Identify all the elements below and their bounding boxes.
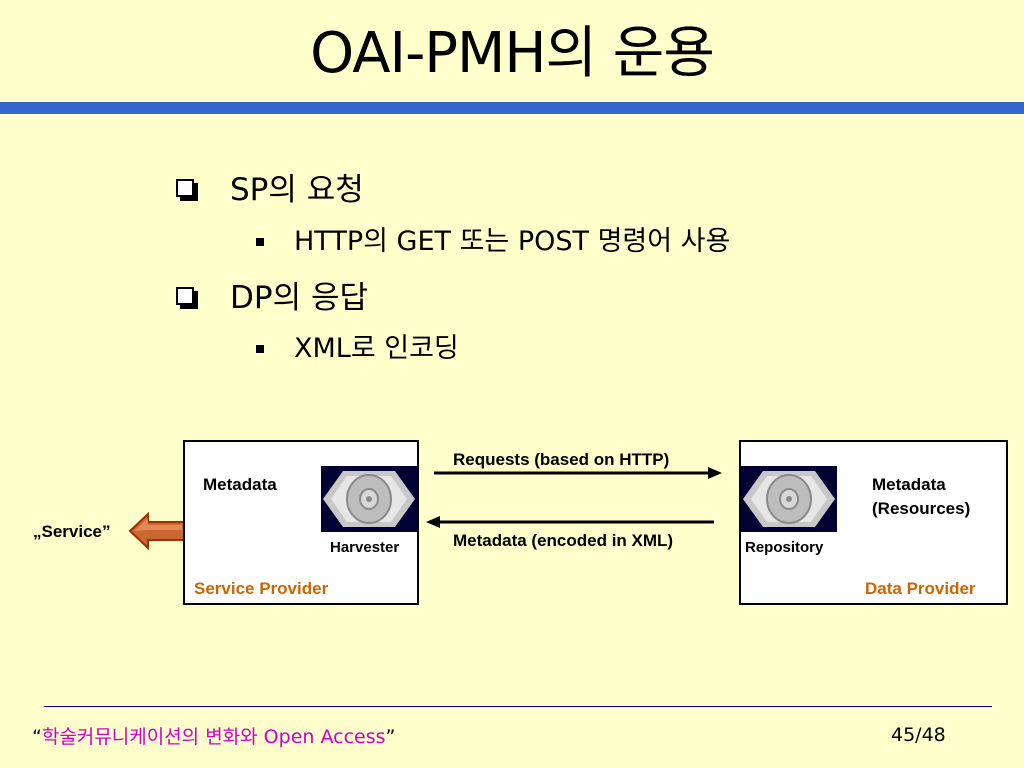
disc-icon <box>743 471 835 527</box>
square-bullet-icon <box>256 345 264 353</box>
disc-icon <box>323 471 415 527</box>
bullet-sp-request: SP의 요청 <box>176 170 364 210</box>
sub-bullet-xml: XML로 인코딩 <box>256 331 459 367</box>
response-label: Metadata (encoded in XML) <box>453 531 674 550</box>
footer-caption: “학술커뮤니케이션의 변화와 Open Access” <box>32 724 395 750</box>
footer-text: 학술커뮤니케이션의 변화와 Open Access <box>41 726 386 748</box>
footer-divider <box>44 706 992 707</box>
request-label: Requests (based on HTTP) <box>453 450 670 469</box>
service-provider-label: Service Provider <box>194 579 329 598</box>
sub-bullet-http: HTTP의 GET 또는 POST 명령어 사용 <box>256 224 731 260</box>
service-label: „Service” <box>33 522 111 541</box>
sub-bullet-label: HTTP의 GET 또는 POST 명령어 사용 <box>294 226 731 257</box>
service-provider-panel: Metadata Harvester Service Provider <box>183 440 419 605</box>
dp-metadata-label: Metadata <box>872 475 946 494</box>
repository-label: Repository <box>745 539 824 556</box>
bullet-list: SP의 요청 HTTP의 GET 또는 POST 명령어 사용 DP의 응답 X… <box>176 170 731 367</box>
checkbox-bullet-icon <box>176 287 194 305</box>
sub-bullet-label: XML로 인코딩 <box>294 333 459 364</box>
slide-title: OAI-PMH의 운용 <box>310 21 715 86</box>
data-provider-panel: Repository Metadata (Resources) Data Pro… <box>739 440 1008 605</box>
footer-quote-open: “ <box>32 726 42 748</box>
footer-quote-close: ” <box>385 726 396 748</box>
bullet-label: DP의 응답 <box>230 280 368 316</box>
sp-metadata-label: Metadata <box>203 475 277 494</box>
arrow-right-icon <box>434 467 722 479</box>
square-bullet-icon <box>256 238 264 246</box>
harvester-label: Harvester <box>330 539 400 556</box>
bullet-label: SP의 요청 <box>230 172 364 208</box>
checkbox-bullet-icon <box>176 179 194 197</box>
block-arrow-left-icon <box>128 512 185 550</box>
title-underline <box>0 102 1024 114</box>
page-number: 45/48 <box>891 724 946 746</box>
harvester-icon-box <box>321 466 417 532</box>
dp-resources-label: (Resources) <box>872 499 971 518</box>
bullet-dp-response: DP의 응답 <box>176 278 368 318</box>
repository-icon-box <box>741 466 837 532</box>
data-provider-label: Data Provider <box>865 579 976 598</box>
arrow-left-icon <box>426 516 714 528</box>
